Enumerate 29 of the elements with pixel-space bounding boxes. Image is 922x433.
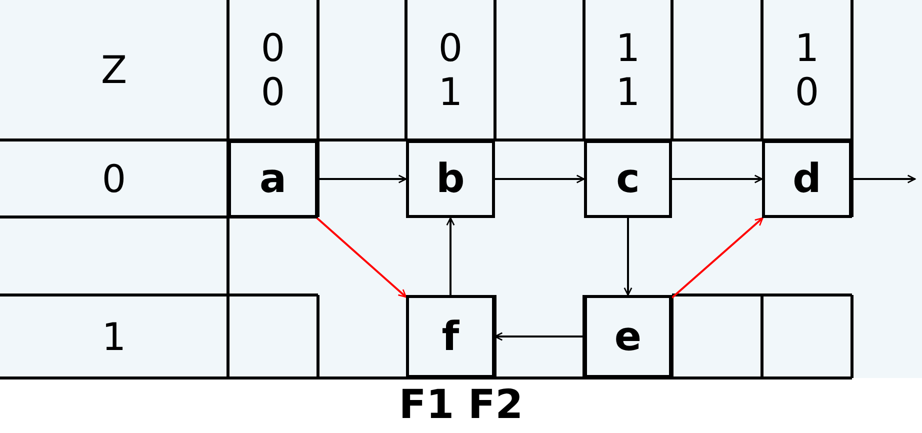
state-box xyxy=(762,140,852,218)
input-code: 1 1 xyxy=(614,25,642,116)
state-box xyxy=(584,295,672,378)
arrow xyxy=(852,174,916,184)
arrow xyxy=(316,217,407,298)
arrow xyxy=(624,218,632,296)
state-label: f xyxy=(442,314,460,360)
state-box xyxy=(228,140,318,218)
state-box xyxy=(406,295,495,378)
state-label: b xyxy=(436,156,465,202)
row-heading: 0 xyxy=(100,156,128,203)
state-box xyxy=(584,140,672,218)
arrow xyxy=(671,217,764,299)
state-label: c xyxy=(616,156,640,202)
input-code: 0 1 xyxy=(437,25,464,116)
row-heading: 1 xyxy=(100,314,128,360)
arrow xyxy=(318,174,407,184)
input-code: 1 0 xyxy=(794,25,820,116)
input-code: 0 0 xyxy=(260,25,286,116)
state-box xyxy=(406,140,495,218)
state-label: e xyxy=(614,314,642,360)
arrow xyxy=(446,217,455,295)
arrow xyxy=(495,174,585,184)
state-label: d xyxy=(792,156,822,202)
arrow xyxy=(494,332,584,341)
state-label: a xyxy=(260,156,286,202)
caption: F1 F2 xyxy=(398,382,524,428)
arrow xyxy=(672,174,763,184)
column-heading: Z xyxy=(100,47,128,94)
